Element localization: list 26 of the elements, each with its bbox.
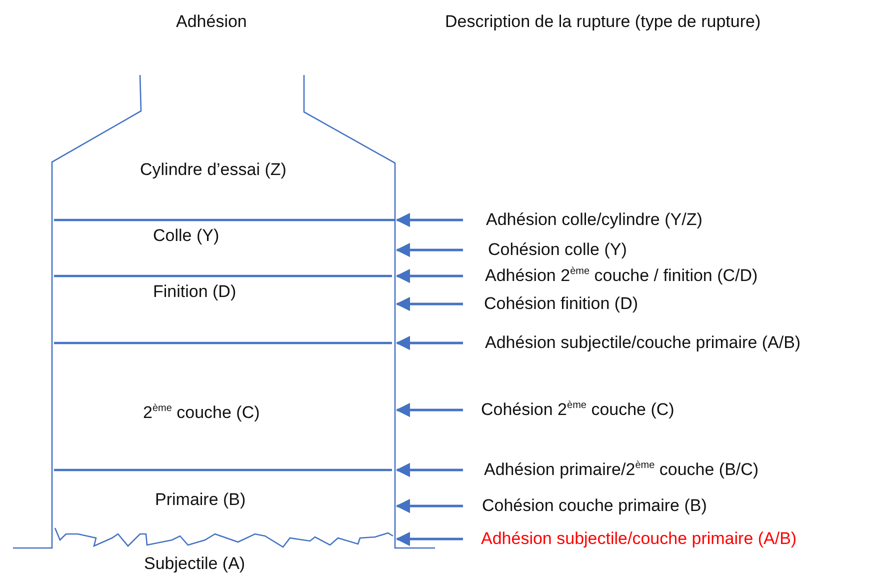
- failure-description: Cohésion 2$^{ème}$ couche (C): [481, 399, 674, 421]
- arrow: [396, 296, 463, 312]
- failure-description: Adhésion subjectile/couche primaire (A/B): [481, 528, 797, 550]
- column-heading: Description de la rupture (type de rupture): [445, 11, 761, 33]
- failure-description: Adhésion primaire/2$^{ème}$ couche (B/C): [484, 459, 759, 481]
- column-heading: Adhésion: [176, 11, 247, 33]
- arrow: [396, 402, 463, 418]
- layer-label: 2$^{ème}$ couche (C): [143, 402, 260, 424]
- layer-label: Cylindre d’essai (Z): [140, 159, 286, 181]
- arrow: [396, 268, 463, 284]
- arrow: [396, 498, 463, 514]
- layer-label: Subjectile (A): [144, 553, 246, 575]
- layer-label: Colle (Y): [153, 225, 220, 247]
- failure-description: Cohésion colle (Y): [488, 239, 627, 261]
- arrow: [396, 212, 463, 228]
- arrow: [396, 336, 463, 350]
- arrow: [396, 242, 463, 258]
- failure-description: Cohésion couche primaire (B): [482, 495, 707, 517]
- failure-description: Adhésion subjectile/couche primaire (A/B): [485, 332, 801, 354]
- arrow: [396, 462, 463, 478]
- failure-description: Cohésion finition (D): [484, 293, 638, 315]
- layer-label: Primaire (B): [155, 489, 246, 511]
- failure-description: Adhésion 2$^{ème}$ couche / finition (C/D): [485, 265, 758, 287]
- arrow: [396, 532, 463, 546]
- failure-description: Adhésion colle/cylindre (Y/Z): [486, 209, 702, 231]
- layer-label: Finition (D): [153, 281, 236, 303]
